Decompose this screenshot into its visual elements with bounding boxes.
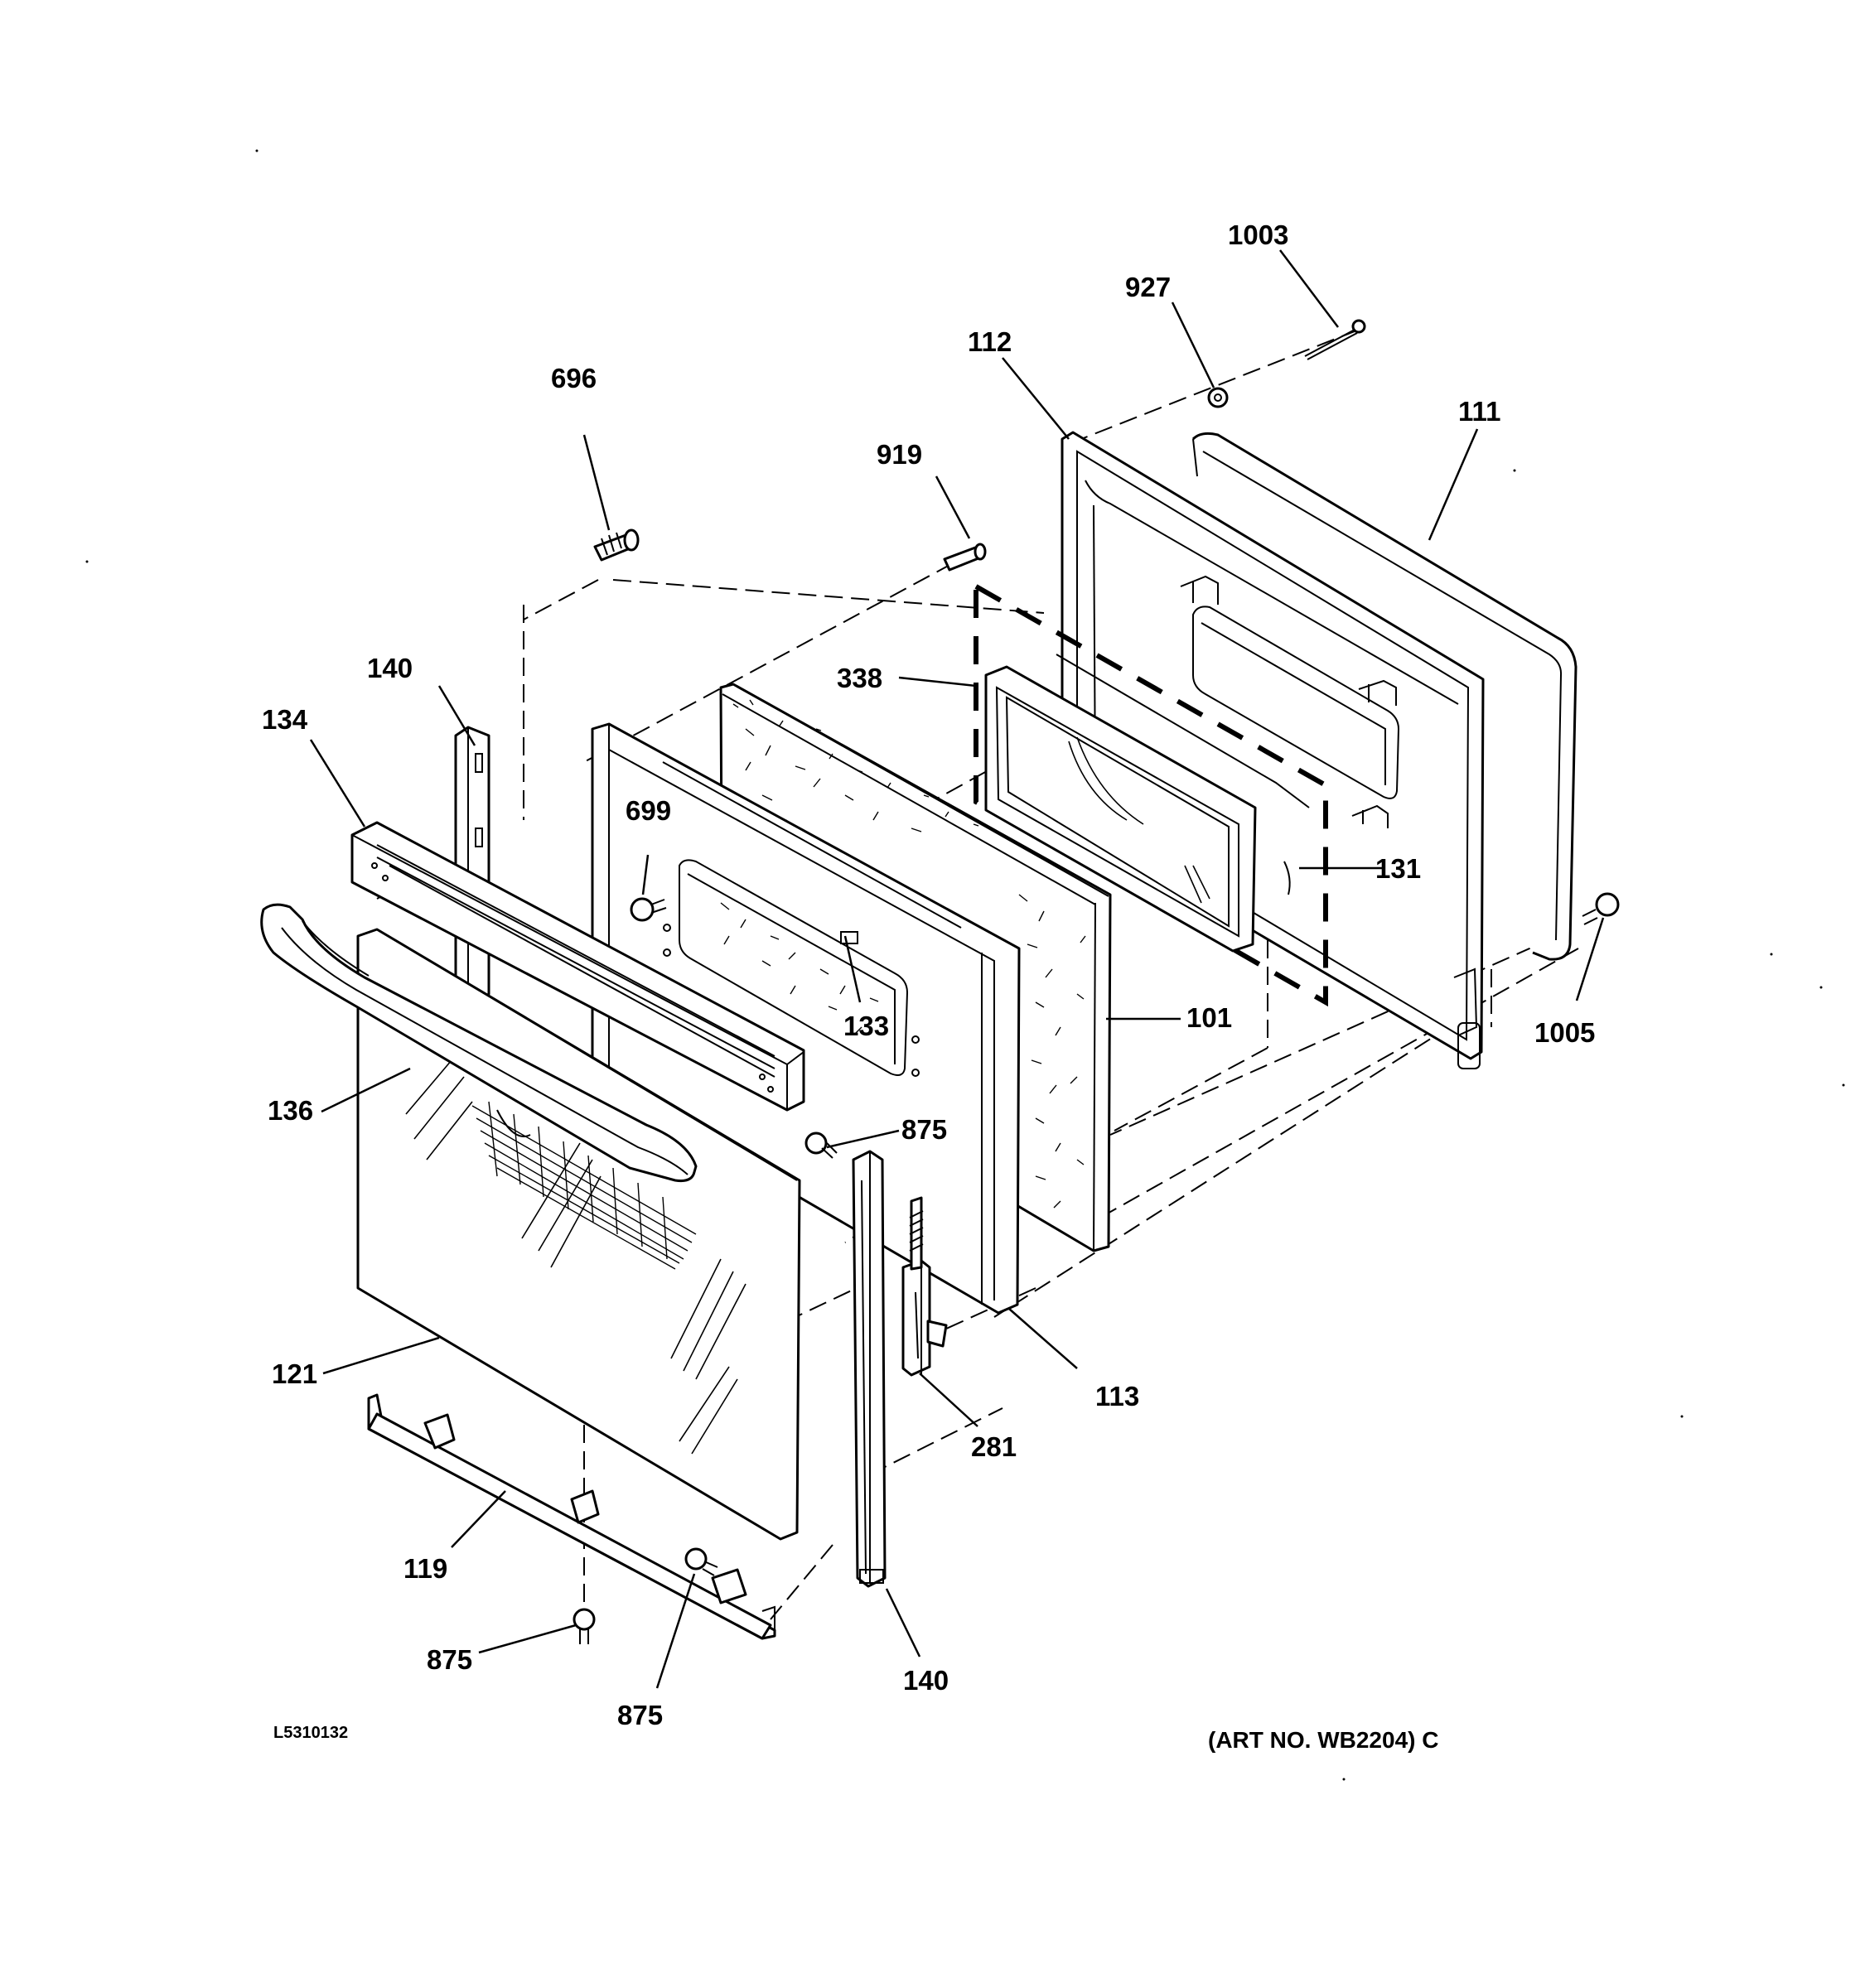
part-140-hinge-channel-left (454, 726, 490, 1004)
part-119-bottom-trim (367, 1393, 776, 1640)
part-134-vent-trim (350, 821, 805, 1112)
callout-136: 136 (268, 1095, 313, 1126)
part-875-screw-bottom (684, 1547, 718, 1576)
callout-134: 134 (262, 704, 308, 735)
callout-875-bottom: 875 (617, 1700, 663, 1730)
callout-121: 121 (272, 1358, 317, 1389)
callout-927: 927 (1125, 272, 1171, 302)
callout-696: 696 (551, 363, 597, 393)
part-919-pin (943, 543, 987, 572)
part-927-washer (1207, 387, 1229, 408)
part-131-window-frame (984, 654, 1310, 953)
callout-140-bottom: 140 (903, 1665, 949, 1696)
drawing-number: L5310132 (273, 1724, 348, 1742)
callout-1003: 1003 (1228, 220, 1288, 250)
callout-919: 919 (877, 439, 922, 470)
callout-133: 133 (843, 1011, 889, 1041)
callout-338: 338 (837, 663, 882, 693)
part-121-outer-door-glass (356, 928, 801, 1541)
part-875-screw-mid (804, 1132, 838, 1159)
part-1003-screw (1304, 319, 1366, 360)
callout-281: 281 (971, 1431, 1017, 1462)
callout-111: 111 (1458, 396, 1500, 427)
part-696-screw (593, 528, 640, 562)
vent-shading (471, 1101, 697, 1270)
callout-140-top: 140 (367, 653, 413, 683)
part-136-door-handle (260, 903, 698, 1182)
callout-131: 131 (1375, 853, 1421, 884)
part-338-window-pack-outline (974, 581, 1328, 1007)
part-699-screw (630, 897, 667, 922)
callout-labels: 1003 927 112 111 696 919 338 140 134 699… (262, 220, 1595, 1730)
callout-875-mid: 875 (901, 1114, 947, 1145)
scan-artifacts (85, 149, 1845, 1781)
part-140-hinge-channel-right (852, 1150, 887, 1588)
callout-113: 113 (1095, 1381, 1139, 1411)
part-281-door-hinge (901, 1196, 948, 1377)
callout-699: 699 (626, 795, 671, 826)
part-112-inner-door-liner (1061, 431, 1485, 1069)
leader-lines (309, 249, 1605, 1689)
callout-112: 112 (968, 326, 1012, 357)
art-number: (ART NO. WB2204) C (1208, 1727, 1438, 1753)
callout-1005: 1005 (1534, 1017, 1595, 1048)
part-1005-screw (1582, 892, 1620, 925)
callout-875-left: 875 (427, 1644, 472, 1675)
callout-119: 119 (403, 1553, 447, 1584)
callout-101: 101 (1186, 1002, 1232, 1033)
part-875-screw-left (573, 1608, 596, 1644)
insulation-speckle-pattern (732, 699, 1086, 1209)
